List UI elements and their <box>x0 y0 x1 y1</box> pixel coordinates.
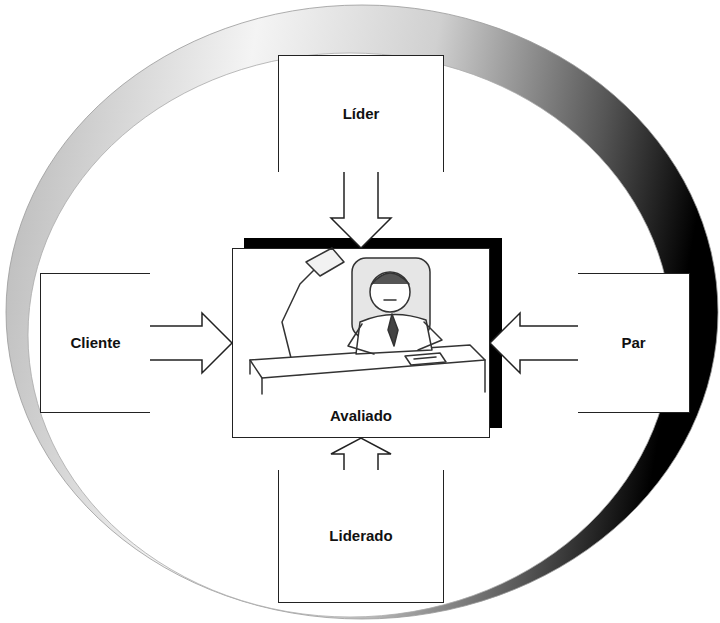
block-arrow <box>331 172 391 248</box>
office-worker-illustration <box>250 248 485 394</box>
node-label: Liderado <box>329 527 392 545</box>
evaluator-box: Par <box>578 273 690 413</box>
evaluator-box: Cliente <box>40 273 150 413</box>
node-label: Cliente <box>70 334 120 352</box>
evaluator-box: Liderado <box>278 470 444 603</box>
node-label: Par <box>621 334 645 352</box>
block-arrow <box>150 313 232 373</box>
node-label: Líder <box>343 105 380 123</box>
evaluator-box: Líder <box>278 55 444 172</box>
box-ground <box>232 248 490 438</box>
block-arrow <box>331 438 391 470</box>
ribbon-ring <box>6 5 718 619</box>
node-label: Avaliado <box>330 407 392 425</box>
block-arrow <box>490 313 578 373</box>
evaluated-box: Avaliado <box>232 248 490 438</box>
